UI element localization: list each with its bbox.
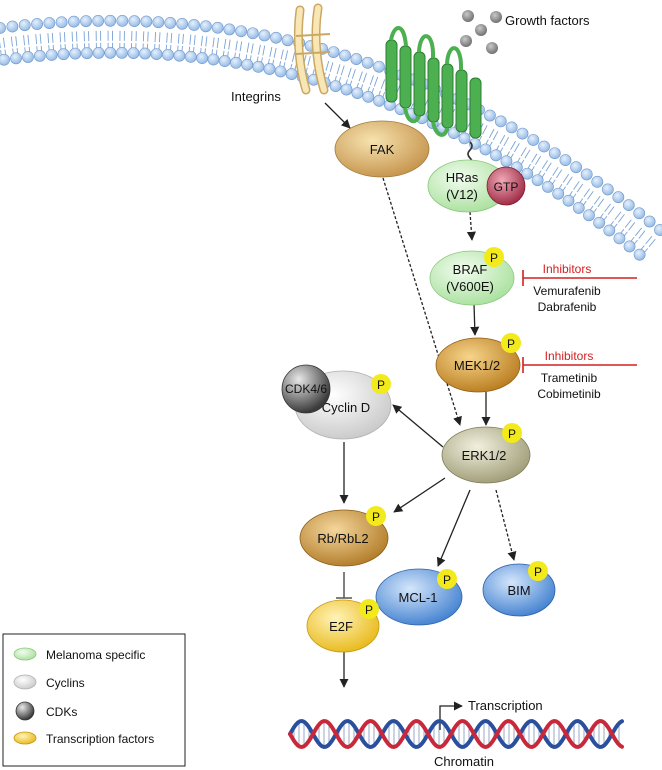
growth-factors-label: Growth factors [505,13,590,28]
legend-label-cdks: CDKs [46,705,77,719]
svg-text:P: P [372,510,380,524]
braf-inhibitors-header: Inhibitors [543,262,592,276]
phospho-badge-e2f: P [359,599,379,619]
svg-text:P: P [508,427,516,441]
growth-factor-ligands [460,10,502,54]
gtp-label: GTP [494,180,519,194]
phospho-badge-bim: P [528,561,548,581]
legend-swatch-cdks [15,701,35,721]
svg-text:P: P [490,251,498,265]
legend-item-melanoma: Melanoma specific [13,647,145,662]
e2f-label: E2F [329,619,353,634]
fak-label: FAK [370,142,395,157]
mek-node: MEK1/2 [435,337,521,393]
braf-inhibitor-drug-2: Dabrafenib [538,300,597,314]
mek-inhibitors: Inhibitors Trametinib Cobimetinib [522,349,637,401]
rb-node: Rb/RbL2 [299,509,389,567]
legend-label-cyclins: Cyclins [46,676,85,690]
braf-label-line1: BRAF [453,262,488,277]
cyclin-d-label: Cyclin D [322,400,370,415]
braf-label-line2: (V600E) [446,279,494,294]
legend-swatch-melanoma [13,647,37,661]
gtp-node: GTP [486,166,526,206]
svg-text:P: P [365,603,373,617]
legend-swatch-cyclins [13,674,37,690]
mek-inhibitor-drug-1: Trametinib [541,371,598,385]
arrow-fak-erk [382,177,462,426]
inhibition-rb-e2f [336,572,352,599]
phospho-badge-cyclin: P [371,374,391,394]
integrins-label: Integrins [231,89,281,104]
arrow-erk-rb [393,477,446,513]
phospho-badge-mcl1: P [437,569,457,589]
rb-label: Rb/RbL2 [317,531,368,546]
chromatin-dna-helix [288,718,624,750]
pathway-arrows [324,102,517,730]
growth-factor-receptor [385,26,482,139]
mek-inhibitors-header: Inhibitors [545,349,594,363]
cdk46-node: CDK4/6 [281,364,331,414]
bim-label: BIM [507,583,530,598]
phospho-badges: P P P P P P P P [359,247,548,619]
braf-inhibitor-drug-1: Vemurafenib [533,284,601,298]
erk-label: ERK1/2 [462,448,507,463]
mek-label: MEK1/2 [454,358,500,373]
svg-text:P: P [534,565,542,579]
arrow-erk-bim [495,489,517,561]
arrow-integrin-fak [324,102,351,129]
chromatin-label: Chromatin [434,754,494,769]
svg-text:P: P [443,573,451,587]
legend: Melanoma specific Cyclins CDKs Transcrip… [2,633,186,767]
phospho-badge-braf: P [484,247,504,267]
mek-inhibitor-drug-2: Cobimetinib [537,387,601,401]
phospho-badge-rb: P [366,506,386,526]
arrow-erk-mcl1 [436,489,471,567]
arrow-braf-mek [470,303,480,336]
braf-inhibitors: Inhibitors Vemurafenib Dabrafenib [522,262,637,314]
legend-item-cdks: CDKs [15,701,77,721]
legend-label-melanoma: Melanoma specific [46,648,145,662]
mcl1-label: MCL-1 [398,590,437,605]
legend-label-transcription-factors: Transcription factors [46,732,154,746]
legend-swatch-transcription-factors [13,731,37,745]
cell-membrane [0,14,662,261]
legend-item-cyclins: Cyclins [13,674,85,690]
svg-text:P: P [377,378,385,392]
cdk46-label: CDK4/6 [285,382,327,396]
hras-label-line2: (V12) [446,187,478,202]
arrow-erk-cyclin [392,404,444,448]
transcription-label: Transcription [468,698,543,713]
phospho-badge-mek: P [501,333,521,353]
fak-node: FAK [334,120,430,178]
hras-label-line1: HRas [446,170,479,185]
svg-text:P: P [507,337,515,351]
integrin-receptor [293,3,331,95]
phospho-badge-erk: P [502,423,522,443]
arrow-hras-braf [466,211,476,241]
legend-item-transcription-factors: Transcription factors [13,731,154,746]
